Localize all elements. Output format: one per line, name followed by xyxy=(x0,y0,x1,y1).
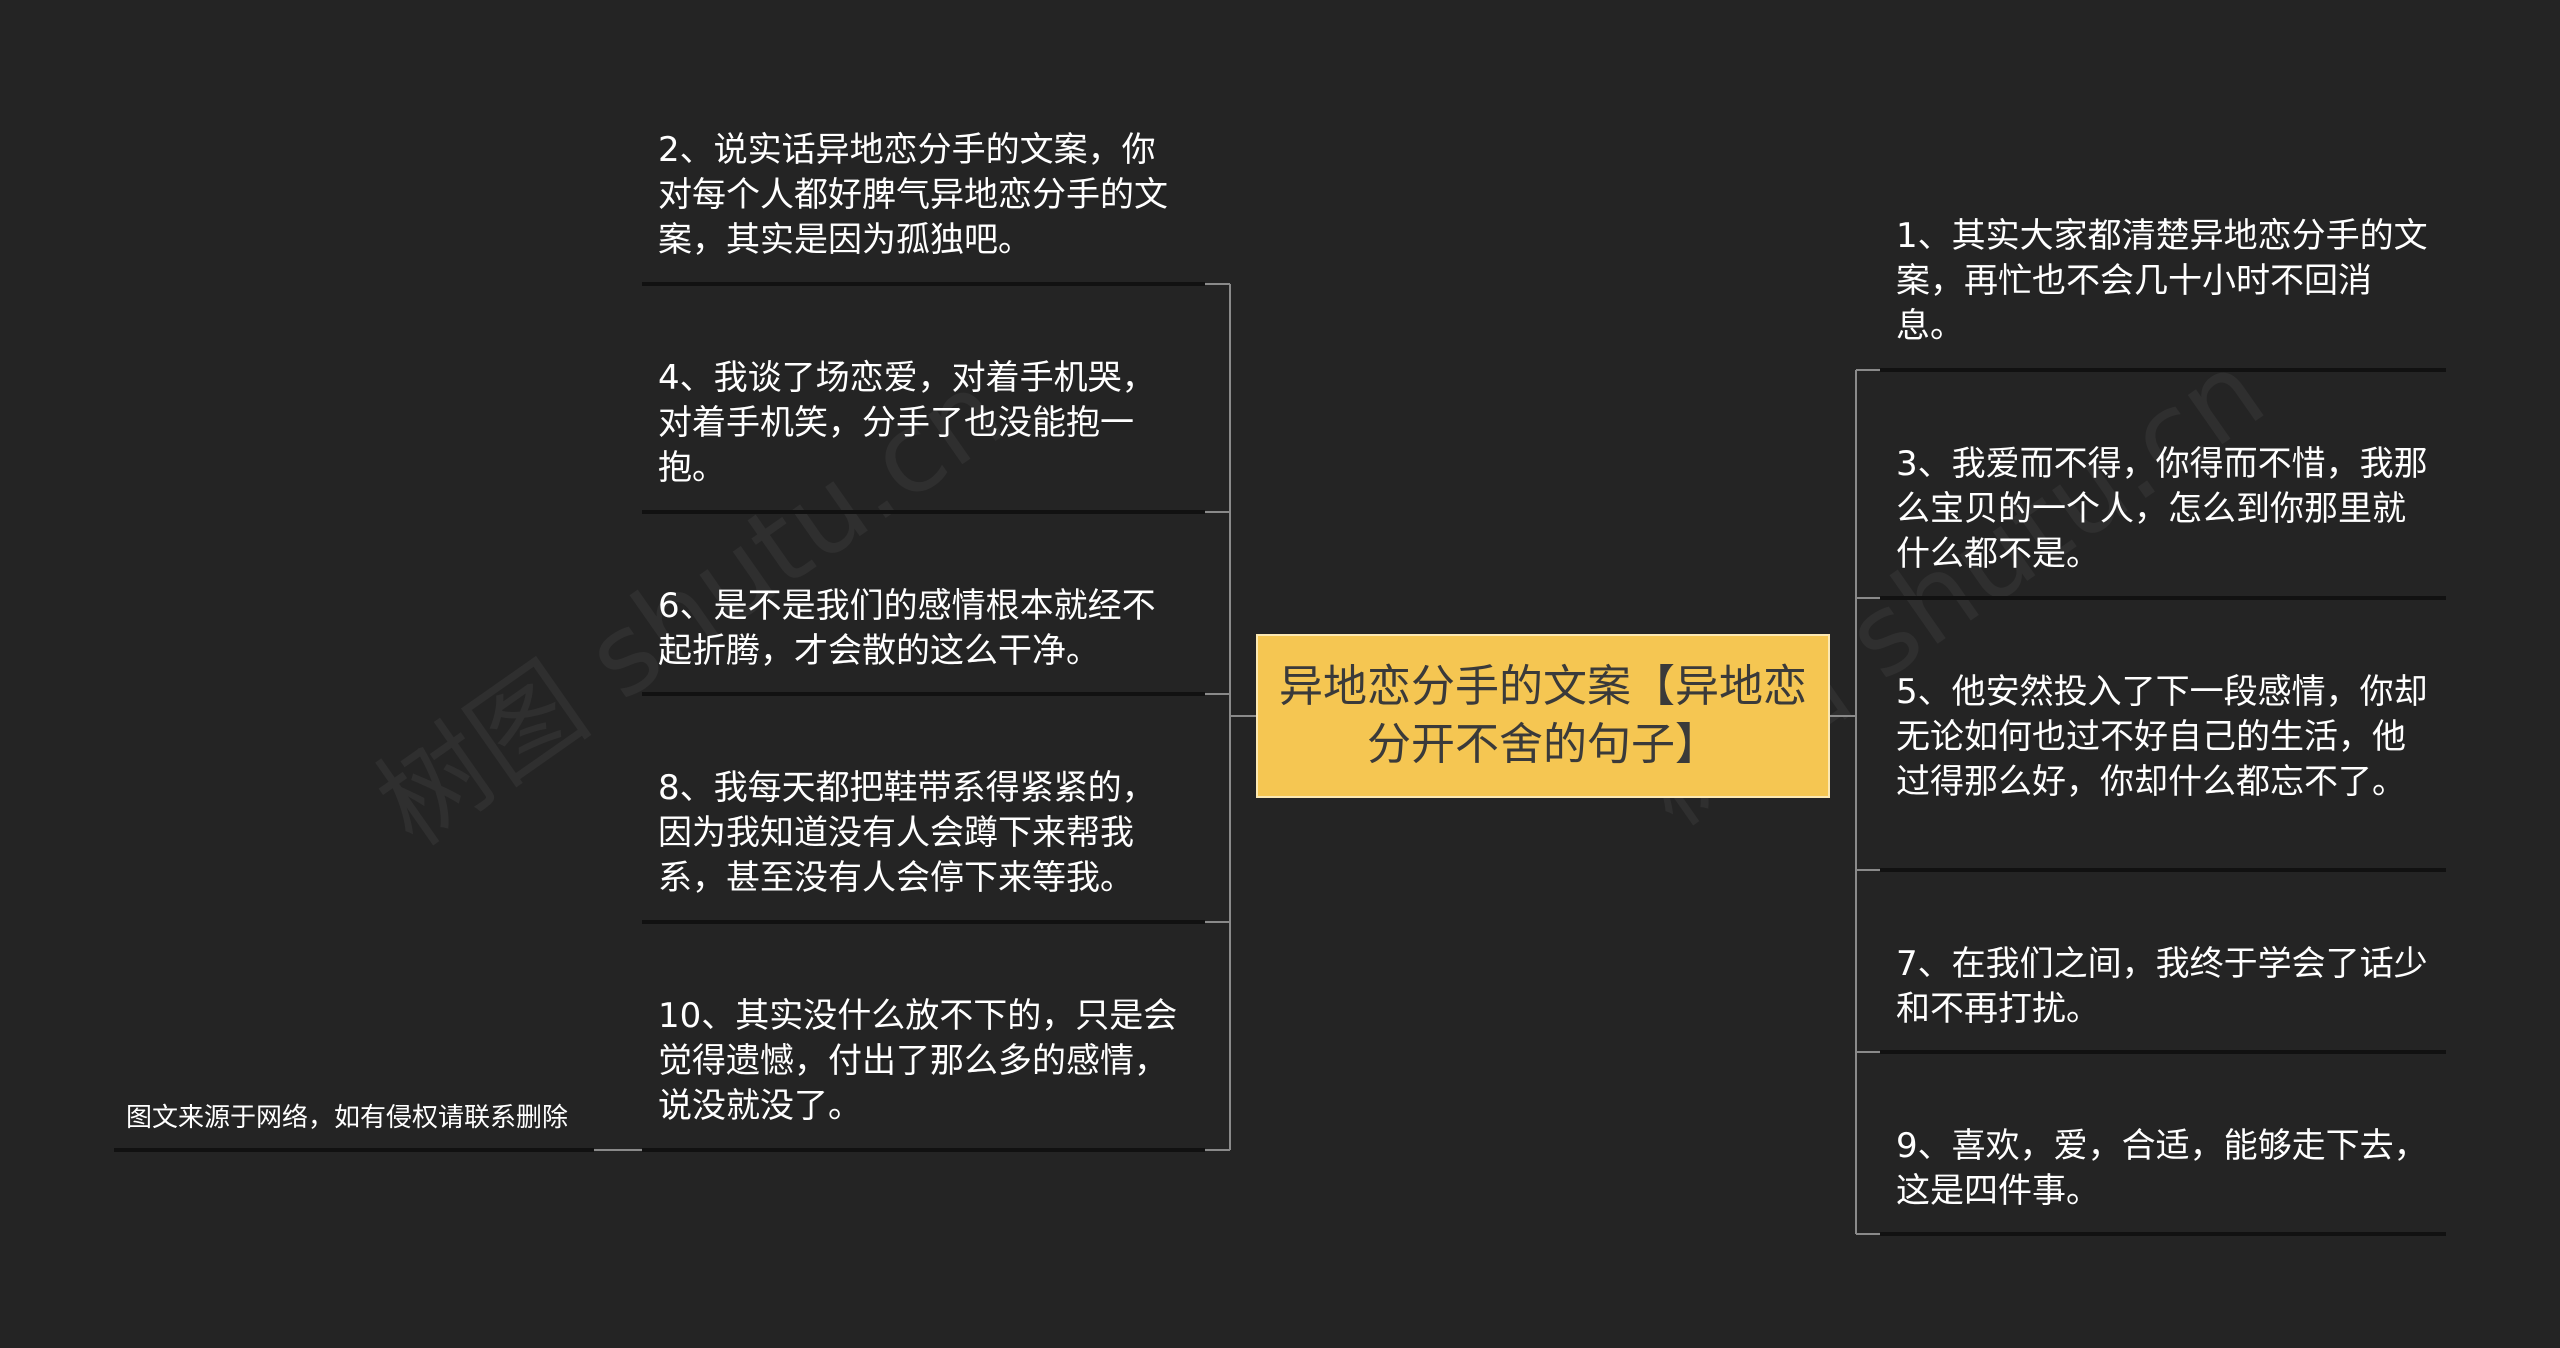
branch-node-text: 8、我每天都把鞋带系得紧紧的，因为我知道没有人会蹲下来帮我系，甚至没有人会停下来… xyxy=(658,768,1156,898)
root-topic[interactable]: 异地恋分手的文案【异地恋分开不舍的句子】 xyxy=(1256,634,1830,798)
branch-node-6[interactable]: 6、是不是我们的感情根本就经不起折腾，才会散的这么干净。 xyxy=(642,584,1200,674)
branch-node-text: 10、其实没什么放不下的，只是会觉得遗憾，付出了那么多的感情，说没就没了。 xyxy=(658,996,1178,1126)
branch-node-3[interactable]: 3、我爱而不得，你得而不惜，我那么宝贝的一个人，怎么到你那里就什么都不是。 xyxy=(1880,442,2446,577)
branch-node-8[interactable]: 8、我每天都把鞋带系得紧紧的，因为我知道没有人会蹲下来帮我系，甚至没有人会停下来… xyxy=(642,766,1200,901)
branch-node-10[interactable]: 10、其实没什么放不下的，只是会觉得遗憾，付出了那么多的感情，说没就没了。 xyxy=(642,994,1200,1129)
branch-node-text: 9、喜欢，爱，合适，能够走下去，这是四件事。 xyxy=(1896,1126,2428,1211)
branch-node-text: 2、说实话异地恋分手的文案，你对每个人都好脾气异地恋分手的文案，其实是因为孤独吧… xyxy=(658,130,1168,260)
branch-node-1[interactable]: 1、其实大家都清楚异地恋分手的文案，再忙也不会几十小时不回消息。 xyxy=(1880,214,2446,349)
root-topic-title: 异地恋分手的文案【异地恋分开不舍的句子】 xyxy=(1279,661,1807,770)
branch-node-4[interactable]: 4、我谈了场恋爱，对着手机哭，对着手机笑，分手了也没能抱一抱。 xyxy=(642,356,1200,491)
branch-node-7[interactable]: 7、在我们之间，我终于学会了话少和不再打扰。 xyxy=(1880,942,2446,1032)
branch-node-text: 7、在我们之间，我终于学会了话少和不再打扰。 xyxy=(1896,944,2428,1029)
branch-node-9[interactable]: 9、喜欢，爱，合适，能够走下去，这是四件事。 xyxy=(1880,1124,2446,1214)
branch-node-5[interactable]: 5、他安然投入了下一段感情，你却无论如何也过不好自己的生活，他过得那么好，你却什… xyxy=(1880,670,2446,805)
branch-node-text: 4、我谈了场恋爱，对着手机哭，对着手机笑，分手了也没能抱一抱。 xyxy=(658,358,1156,488)
source-note: 图文来源于网络，如有侵权请联系删除 xyxy=(126,1103,569,1133)
branch-node-2[interactable]: 2、说实话异地恋分手的文案，你对每个人都好脾气异地恋分手的文案，其实是因为孤独吧… xyxy=(642,128,1200,263)
branch-node-text: 5、他安然投入了下一段感情，你却无论如何也过不好自己的生活，他过得那么好，你却什… xyxy=(1896,672,2428,802)
branch-node-text: 3、我爱而不得，你得而不惜，我那么宝贝的一个人，怎么到你那里就什么都不是。 xyxy=(1896,444,2428,574)
branch-node-text: 6、是不是我们的感情根本就经不起折腾，才会散的这么干净。 xyxy=(658,586,1156,671)
branch-node-text: 1、其实大家都清楚异地恋分手的文案，再忙也不会几十小时不回消息。 xyxy=(1896,216,2428,346)
